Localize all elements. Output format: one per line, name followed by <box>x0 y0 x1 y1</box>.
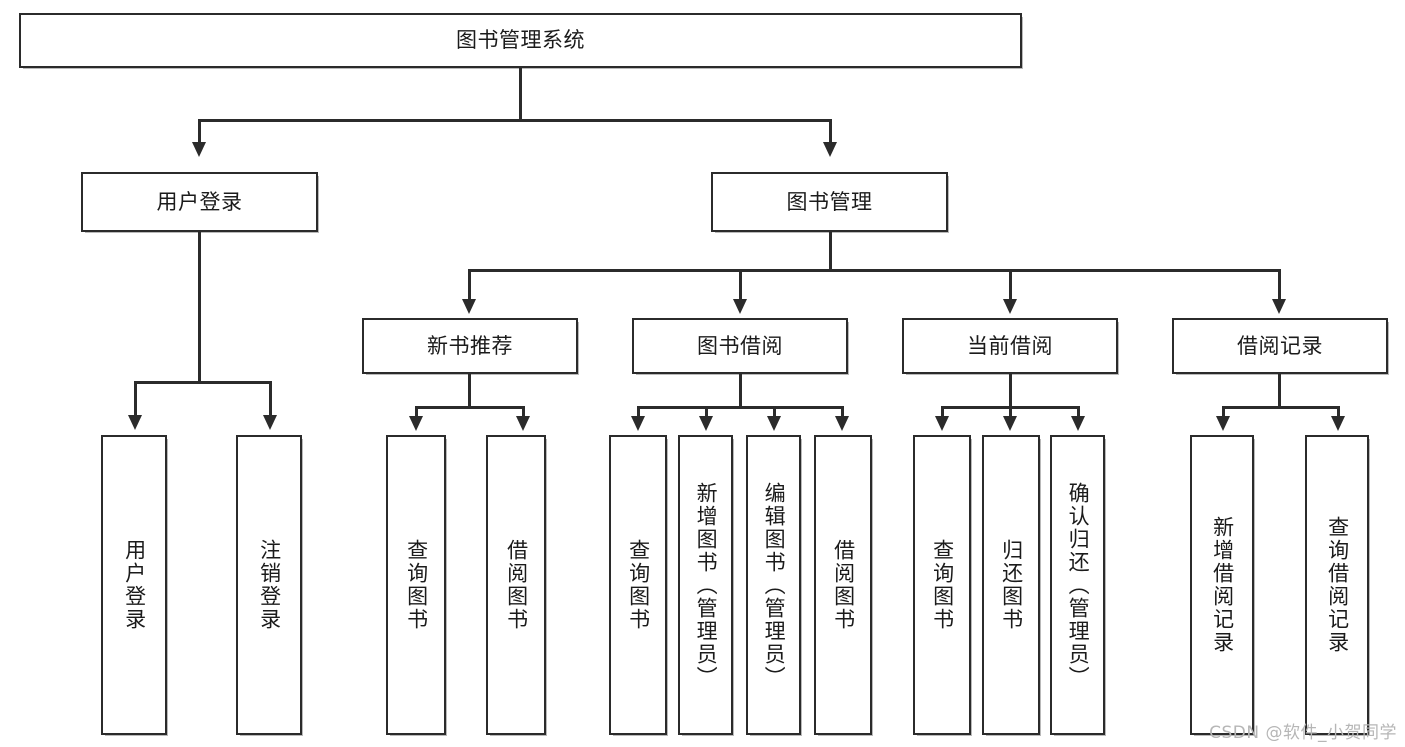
leaf-add-book-admin[interactable]: 新增图书（管理员） <box>678 435 734 736</box>
arrowhead-user-login-leaf-2 <box>263 415 277 430</box>
node-label: 图书借阅 <box>697 333 783 358</box>
connector-book-manage-to-book-borrow <box>739 269 742 301</box>
node-label: 当前借阅 <box>967 333 1053 358</box>
leaf-borrow-book[interactable]: 借阅图书 <box>814 435 873 736</box>
leaf-label: 确认归还（管理员） <box>1066 481 1091 689</box>
node-book-management[interactable]: 图书管理 <box>711 172 949 233</box>
node-label: 借阅记录 <box>1237 333 1323 358</box>
arrowhead-current-borrow <box>1003 299 1017 314</box>
leaf-label: 查询图书 <box>626 539 651 631</box>
connector-user-login-bus <box>134 381 269 384</box>
arrowhead-current-borrow-leaf-3 <box>1071 416 1085 431</box>
arrowhead-book-manage <box>823 142 837 157</box>
node-label: 图书管理 <box>786 189 873 214</box>
connector-user-login-to-leaf-1 <box>134 381 137 417</box>
connector-book-manage-to-new-book <box>468 269 471 301</box>
arrowhead-book-borrow <box>733 299 747 314</box>
leaf-query-borrow-record[interactable]: 查询借阅记录 <box>1305 435 1370 736</box>
connector-borrow-records-bus <box>1222 406 1337 409</box>
connector-user-login-to-leaf-2 <box>269 381 272 417</box>
node-current-borrow[interactable]: 当前借阅 <box>902 318 1119 375</box>
connector-root-stem <box>519 68 522 120</box>
connector-current-borrow-to-leaf-1 <box>941 406 944 418</box>
node-user-login[interactable]: 用户登录 <box>81 172 319 233</box>
leaf-label: 注销登录 <box>257 539 282 631</box>
leaf-label: 用户登录 <box>122 539 147 631</box>
arrowhead-borrow-records <box>1272 299 1286 314</box>
connector-borrow-records-to-leaf-2 <box>1337 406 1340 418</box>
arrowhead-current-borrow-leaf-2 <box>1003 416 1017 431</box>
connector-book-manage-bus <box>468 269 1280 272</box>
leaf-return-book[interactable]: 归还图书 <box>982 435 1041 736</box>
connector-book-manage-stem <box>829 232 832 270</box>
connector-new-book-to-leaf-2 <box>522 406 525 418</box>
arrowhead-book-borrow-leaf-2 <box>699 416 713 431</box>
leaf-logout[interactable]: 注销登录 <box>236 435 303 736</box>
arrowhead-user-login <box>192 142 206 157</box>
leaf-borrow-query-book[interactable]: 查询图书 <box>609 435 668 736</box>
leaf-edit-book-admin[interactable]: 编辑图书（管理员） <box>746 435 802 736</box>
arrowhead-book-borrow-leaf-3 <box>767 416 781 431</box>
node-borrow-records[interactable]: 借阅记录 <box>1172 318 1389 375</box>
leaf-label: 查询图书 <box>404 539 429 631</box>
arrowhead-borrow-records-leaf-2 <box>1331 416 1345 431</box>
connector-new-book-bus <box>415 406 522 409</box>
connector-current-borrow-to-leaf-3 <box>1077 406 1080 418</box>
node-label: 新书推荐 <box>427 333 513 358</box>
connector-borrow-records-stem <box>1278 374 1281 407</box>
connector-book-borrow-to-leaf-3 <box>773 406 776 418</box>
connector-book-manage-to-borrow-records <box>1278 269 1281 301</box>
leaf-label: 新增图书（管理员） <box>694 481 719 689</box>
leaf-label: 借阅图书 <box>831 539 856 631</box>
leaf-label: 查询图书 <box>930 539 955 631</box>
leaf-label: 新增借阅记录 <box>1210 516 1235 654</box>
connector-book-borrow-to-leaf-2 <box>705 406 708 418</box>
node-book-borrow[interactable]: 图书借阅 <box>632 318 849 375</box>
arrowhead-new-book-leaf-1 <box>409 416 423 431</box>
arrowhead-book-borrow-leaf-4 <box>835 416 849 431</box>
leaf-confirm-return-admin[interactable]: 确认归还（管理员） <box>1050 435 1106 736</box>
leaf-user-login[interactable]: 用户登录 <box>101 435 168 736</box>
node-label: 图书管理系统 <box>456 28 585 53</box>
connector-book-manage-to-current-borrow <box>1009 269 1012 301</box>
leaf-add-borrow-record[interactable]: 新增借阅记录 <box>1190 435 1255 736</box>
connector-user-login-stem <box>198 232 201 382</box>
arrowhead-new-book <box>462 299 476 314</box>
leaf-current-query-book[interactable]: 查询图书 <box>913 435 972 736</box>
watermark-text: CSDN @软件_小贺同学 <box>1209 723 1397 743</box>
node-label: 用户登录 <box>156 189 243 214</box>
arrowhead-current-borrow-leaf-1 <box>935 416 949 431</box>
connector-new-book-stem <box>468 374 471 407</box>
arrowhead-book-borrow-leaf-1 <box>631 416 645 431</box>
leaf-new-book-query[interactable]: 查询图书 <box>386 435 447 736</box>
connector-current-borrow-stem <box>1009 374 1012 407</box>
connector-new-book-to-leaf-1 <box>415 406 418 418</box>
arrowhead-user-login-leaf-1 <box>128 415 142 430</box>
leaf-new-book-borrow[interactable]: 借阅图书 <box>486 435 547 736</box>
connector-root-bus <box>198 119 831 122</box>
connector-borrow-records-to-leaf-1 <box>1222 406 1225 418</box>
connector-book-borrow-to-leaf-4 <box>841 406 844 418</box>
connector-book-borrow-bus <box>637 406 842 409</box>
node-new-book-recommend[interactable]: 新书推荐 <box>362 318 579 375</box>
arrowhead-borrow-records-leaf-1 <box>1216 416 1230 431</box>
leaf-label: 归还图书 <box>999 539 1024 631</box>
connector-root-to-book-manage <box>829 119 832 144</box>
connector-book-borrow-to-leaf-1 <box>637 406 640 418</box>
connector-current-borrow-to-leaf-2 <box>1009 406 1012 418</box>
leaf-label: 借阅图书 <box>504 539 529 631</box>
node-root-system[interactable]: 图书管理系统 <box>19 13 1023 69</box>
arrowhead-new-book-leaf-2 <box>516 416 530 431</box>
connector-root-to-user-login <box>198 119 201 144</box>
leaf-label: 查询借阅记录 <box>1325 516 1350 654</box>
connector-book-borrow-stem <box>739 374 742 407</box>
leaf-label: 编辑图书（管理员） <box>762 481 787 689</box>
